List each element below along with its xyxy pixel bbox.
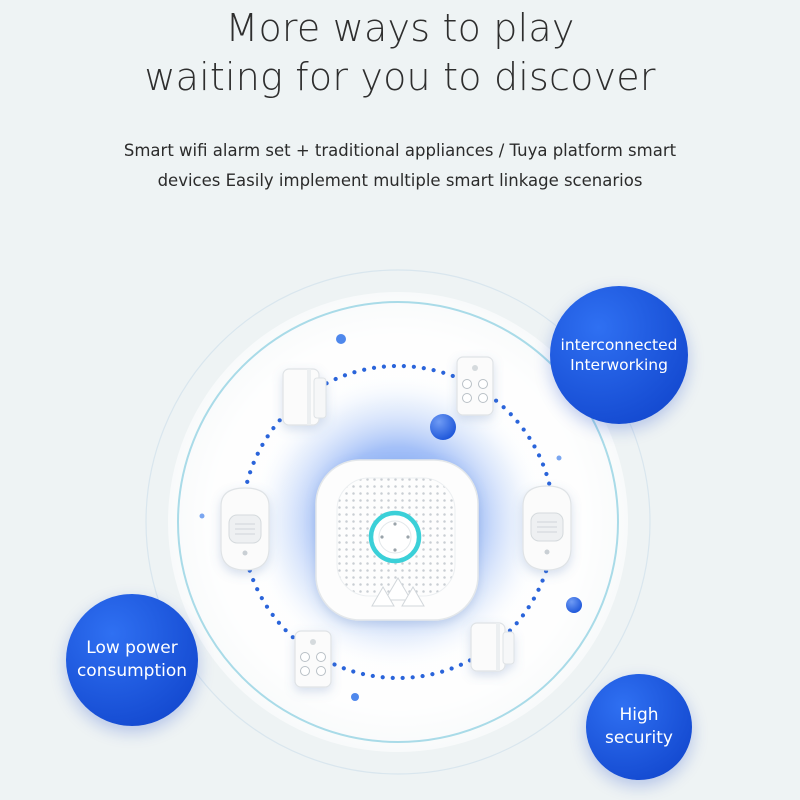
remote-control-icon bbox=[456, 356, 494, 416]
floating-dot bbox=[199, 513, 205, 519]
badge-interconnected-line-2: Interworking bbox=[570, 356, 668, 374]
badge-low-power-line-1: Low power bbox=[86, 638, 178, 658]
subtitle-line-2: devices Easily implement multiple smart … bbox=[157, 171, 643, 190]
floating-dot bbox=[336, 334, 346, 344]
floating-dot bbox=[556, 455, 562, 461]
badge-interconnected: interconnected Interworking bbox=[550, 286, 688, 424]
alarm-hub-icon bbox=[315, 459, 479, 621]
subtitle: Smart wifi alarm set + traditional appli… bbox=[0, 136, 800, 196]
door-contact-sensor-icon bbox=[282, 368, 327, 426]
badge-high-security: High security bbox=[586, 674, 692, 780]
badge-high-security-line-1: High bbox=[619, 705, 659, 725]
headline-line-2: waiting for you to discover bbox=[144, 55, 656, 99]
remote-control-icon bbox=[294, 630, 332, 688]
pir-motion-sensor-icon bbox=[220, 487, 270, 571]
badge-low-power-line-2: consumption bbox=[76, 661, 188, 681]
headline-line-1: More ways to play bbox=[225, 6, 575, 50]
pir-motion-sensor-icon bbox=[522, 485, 572, 571]
floating-ball-small bbox=[566, 597, 582, 613]
headline: More ways to play waiting for you to dis… bbox=[0, 4, 800, 102]
floating-ball bbox=[430, 414, 456, 440]
outer-halo-ring bbox=[145, 269, 651, 775]
door-contact-sensor-icon bbox=[470, 622, 515, 672]
floating-dot bbox=[351, 693, 359, 701]
teal-ring bbox=[177, 301, 619, 743]
badge-low-power: Low power consumption bbox=[66, 594, 198, 726]
subtitle-line-1: Smart wifi alarm set + traditional appli… bbox=[123, 141, 677, 160]
badge-interconnected-line-1: interconnected bbox=[560, 336, 678, 354]
badge-high-security-line-2: security bbox=[605, 728, 673, 748]
